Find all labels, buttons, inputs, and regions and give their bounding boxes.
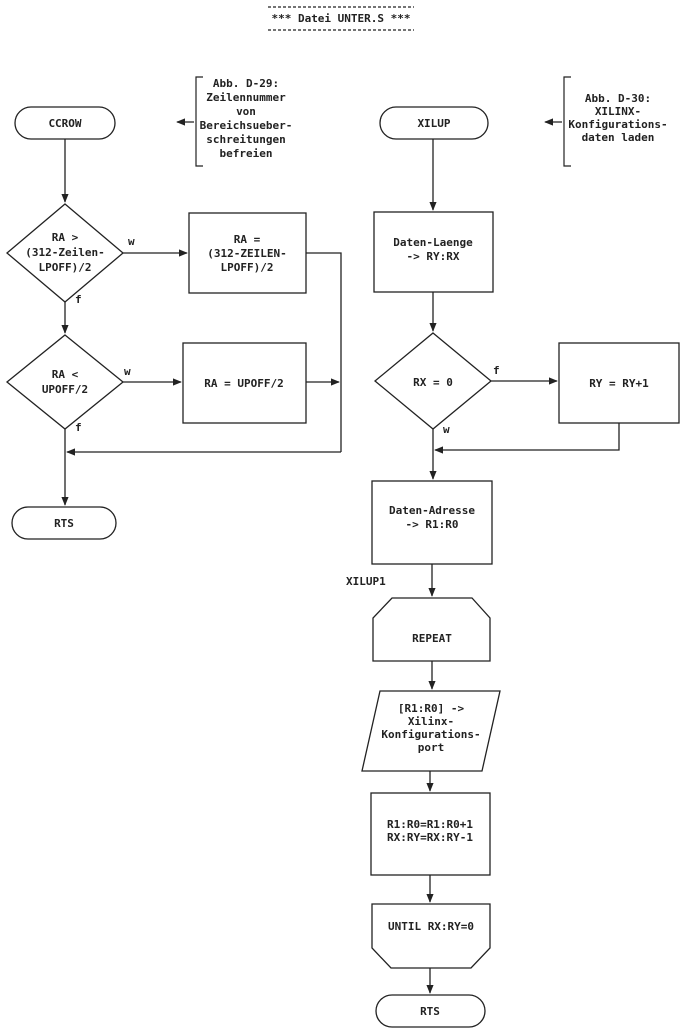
terminal-xilup: XILUP xyxy=(379,106,489,140)
process-daten-adresse: Daten-Adresse -> R1:R0 xyxy=(371,480,493,565)
annotation-d29-line: Bereichsueber- xyxy=(200,119,293,132)
annotation-d30-line: Konfigurations- xyxy=(568,118,667,131)
process-ra-assign-1-line: RA = xyxy=(234,233,261,246)
decision-ra-greater-line: RA > xyxy=(52,231,79,244)
io-xilinx-port: [R1:R0] -> Xilinx- Konfigurations- port xyxy=(361,690,501,772)
loop-end-until: UNTIL RX:RY=0 xyxy=(371,903,491,969)
process-daten-laenge-line: -> RY:RX xyxy=(407,250,460,263)
annotation-d29-line: von xyxy=(236,105,256,118)
annotation-d30: Abb. D-30: XILINX- Konfigurations- daten… xyxy=(544,76,668,167)
decision-ra-less-line: UPOFF/2 xyxy=(42,383,88,396)
terminal-ccrow: CCROW xyxy=(14,106,116,140)
branch-label-f: f xyxy=(75,421,82,434)
annotation-d29-line: Zeilennummer xyxy=(206,91,286,104)
annotation-d29-line: schreitungen xyxy=(206,133,285,146)
terminal-rts-left: RTS xyxy=(11,506,117,540)
process-ra-assign-2-line: RA = UPOFF/2 xyxy=(204,377,283,390)
branch-label-w: w xyxy=(124,365,131,378)
process-pointer-update-line: R1:R0=R1:R0+1 xyxy=(387,818,473,831)
flowchart-xilup: Abb. D-30: XILINX- Konfigurations- daten… xyxy=(346,76,680,1028)
process-daten-adresse-line: Daten-Adresse xyxy=(389,504,475,517)
process-ry-increment-line: RY = RY+1 xyxy=(589,377,649,390)
io-xilinx-port-line: Xilinx- xyxy=(408,715,454,728)
io-xilinx-port-line: port xyxy=(418,741,445,754)
process-ra-assign-1-line: (312-ZEILEN- xyxy=(207,247,286,260)
decision-rx-zero-line: RX = 0 xyxy=(413,376,453,389)
terminal-rts-left-label: RTS xyxy=(54,517,74,530)
io-xilinx-port-line: [R1:R0] -> xyxy=(398,702,465,715)
decision-ra-greater: RA > (312-Zeilen- LPOFF)/2 xyxy=(5,203,125,303)
process-daten-laenge: Daten-Laenge -> RY:RX xyxy=(373,211,494,293)
branch-label-f: f xyxy=(493,364,500,377)
branch-label-f: f xyxy=(75,293,82,306)
process-ry-increment: RY = RY+1 xyxy=(558,342,680,424)
label-xilup1: XILUP1 xyxy=(346,575,386,588)
terminal-rts-right-label: RTS xyxy=(420,1005,440,1018)
flowchart-ccrow: Abb. D-29: Zeilennummer von Bereichsuebe… xyxy=(5,76,342,540)
loop-end-until-label: UNTIL RX:RY=0 xyxy=(388,920,474,933)
process-daten-adresse-line: -> R1:R0 xyxy=(406,518,459,531)
process-ra-assign-1-line: LPOFF)/2 xyxy=(221,261,274,274)
annotation-d29: Abb. D-29: Zeilennummer von Bereichsuebe… xyxy=(176,76,293,167)
decision-ra-less-line: RA < xyxy=(52,368,79,381)
branch-label-w: w xyxy=(128,235,135,248)
process-ra-assign-2: RA = UPOFF/2 xyxy=(182,342,307,424)
decision-ra-less: RA < UPOFF/2 xyxy=(5,334,125,430)
page-header: *** Datei UNTER.S *** xyxy=(268,6,414,31)
io-xilinx-port-line: Konfigurations- xyxy=(381,728,480,741)
process-ra-assign-1: RA = (312-ZEILEN- LPOFF)/2 xyxy=(188,212,307,294)
terminal-rts-right: RTS xyxy=(375,994,486,1028)
process-pointer-update: R1:R0=R1:R0+1 RX:RY=RX:RY-1 xyxy=(370,792,491,876)
terminal-ccrow-label: CCROW xyxy=(48,117,81,130)
annotation-d29-line: befreien xyxy=(220,147,273,160)
process-pointer-update-line: RX:RY=RX:RY-1 xyxy=(387,831,473,844)
loop-start-repeat: REPEAT xyxy=(372,597,491,662)
terminal-xilup-label: XILUP xyxy=(417,117,450,130)
decision-ra-greater-line: LPOFF)/2 xyxy=(39,261,92,274)
page-title: *** Datei UNTER.S *** xyxy=(271,12,410,25)
annotation-d30-line: Abb. D-30: xyxy=(585,92,651,105)
loop-start-repeat-label: REPEAT xyxy=(412,632,452,645)
decision-ra-greater-line: (312-Zeilen- xyxy=(25,246,104,259)
annotation-d30-line: XILINX- xyxy=(595,105,641,118)
branch-label-w: w xyxy=(443,423,450,436)
annotation-d29-line: Abb. D-29: xyxy=(213,77,279,90)
annotation-d30-line: daten laden xyxy=(582,131,655,144)
process-daten-laenge-line: Daten-Laenge xyxy=(393,236,473,249)
decision-rx-zero: RX = 0 xyxy=(373,332,493,430)
